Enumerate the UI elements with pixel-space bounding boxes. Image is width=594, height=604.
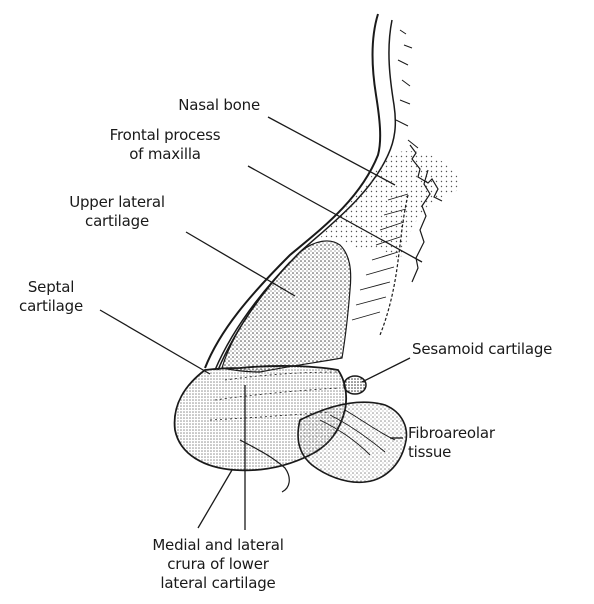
sesamoid-cartilage [344,376,366,394]
leader-septal [100,310,210,374]
nasal-bone-texture [396,30,418,148]
label-fibroareolar-tissue: Fibroareolar tissue [408,424,495,462]
leader-crura-b [198,470,232,528]
label-frontal-process: Frontal process of maxilla [90,126,240,164]
leader-sesamoid [362,358,410,382]
leader-nasal-bone [268,117,395,185]
frontal-process-region [320,151,460,260]
label-upper-lateral-cartilage: Upper lateral cartilage [52,193,182,231]
label-septal-cartilage: Septal cartilage [6,278,96,316]
upper-lateral-cartilage [222,241,351,372]
leader-upper-lateral [186,232,295,296]
label-nasal-bone: Nasal bone [130,96,260,115]
label-sesamoid-cartilage: Sesamoid cartilage [412,340,552,359]
label-crura-lower-lateral: Medial and lateral crura of lower latera… [128,536,308,593]
